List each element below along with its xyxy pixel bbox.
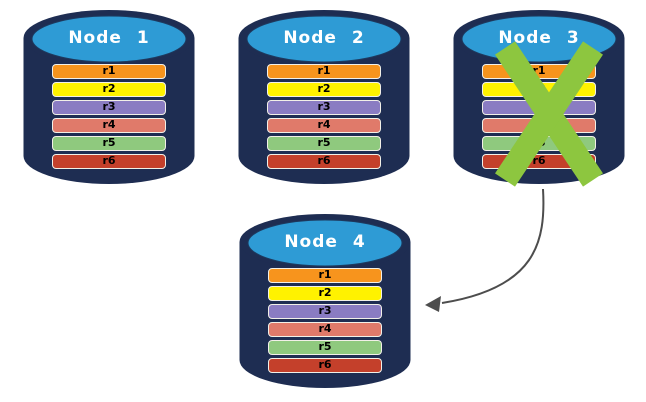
node-title: Node 1 [68,28,150,48]
node4-row-r4: r4 [268,322,382,337]
node2-row-r4: r4 [267,118,381,133]
node-title: Node 4 [284,232,366,252]
node4-row-r5: r5 [268,340,382,355]
database-cylinder-icon [23,10,195,184]
node2-row-r2: r2 [267,82,381,97]
failover-arrow-line [441,188,545,304]
node2-row-r3: r3 [267,100,381,115]
node2-row-r6: r6 [267,154,381,169]
node-node1: Node 1 r1 r2 r3 r4 r5 r6 [23,8,195,186]
node4-row-r3: r3 [268,304,382,319]
failure-x-icon [495,41,603,187]
node1-row-r1: r1 [52,64,166,79]
node-title: Node 3 [498,28,580,48]
node-node2: Node 2 r1 r2 r3 r4 r5 r6 [238,8,410,186]
failover-arrow-head [425,296,441,312]
node1-row-r6: r6 [52,154,166,169]
node2-row-r5: r5 [267,136,381,151]
node1-row-r2: r2 [52,82,166,97]
node4-row-r2: r2 [268,286,382,301]
node4-row-r1: r1 [268,268,382,283]
node1-row-r3: r3 [52,100,166,115]
node-node4: Node 4 r1 r2 r3 r4 r5 r6 [239,212,411,390]
replica-rows: r1 r2 r3 r4 r5 r6 [268,268,382,373]
replica-rows: r1 r2 r3 r4 r5 r6 [52,64,166,169]
node1-row-r4: r4 [52,118,166,133]
node1-row-r5: r5 [52,136,166,151]
node-title: Node 2 [283,28,365,48]
node4-row-r6: r6 [268,358,382,373]
node2-row-r1: r1 [267,64,381,79]
replica-rows: r1 r2 r3 r4 r5 r6 [267,64,381,169]
